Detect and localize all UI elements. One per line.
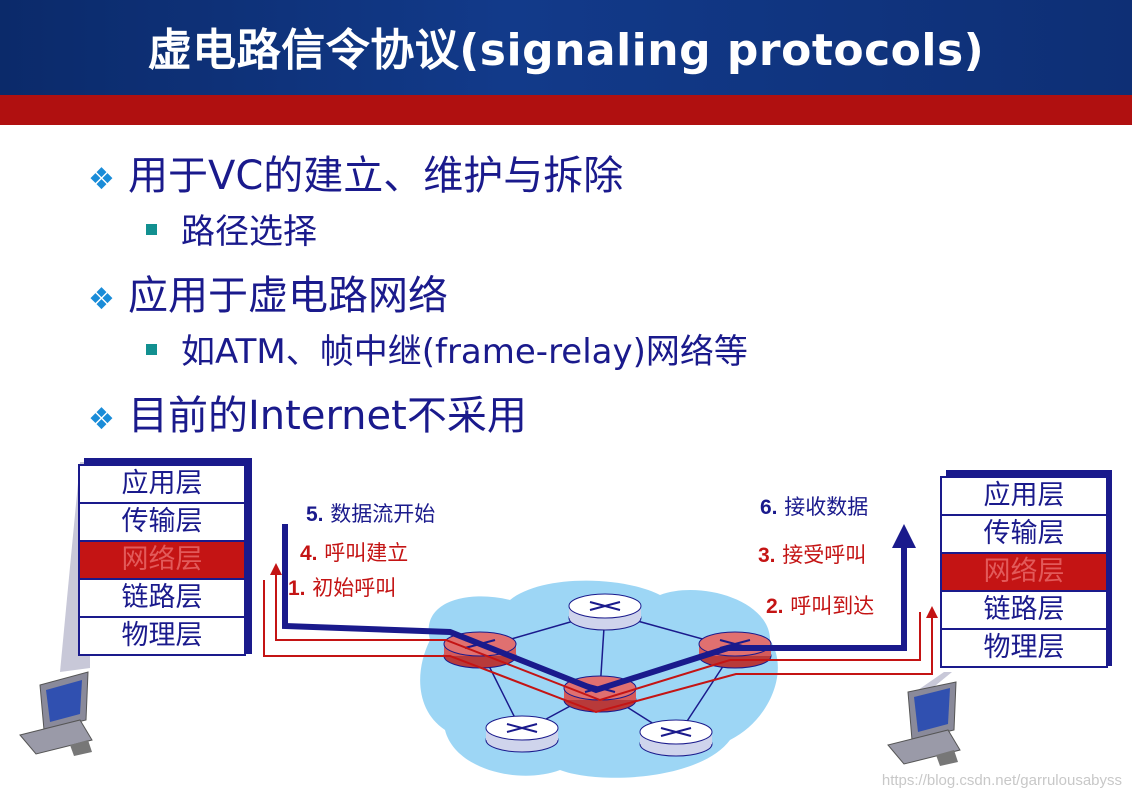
protocol-stack-right: 应用层 传输层 网络层 链路层 物理层 (940, 476, 1108, 670)
bullet-routing: 路径选择 (146, 204, 317, 253)
layer-transport: 传输层 (78, 502, 246, 542)
router-icon (639, 719, 713, 757)
arrow-up-icon (270, 563, 282, 575)
layer-link: 链路层 (78, 578, 246, 618)
slide-title: 虚电路信令协议(signaling protocols) (147, 25, 985, 76)
layer-network: 网络层 (78, 540, 246, 580)
diamond-bullet-icon: ❖ (88, 402, 115, 437)
layer-network: 网络层 (940, 552, 1108, 592)
bullet-vc-networks: ❖ 应用于虚电路网络 (88, 263, 448, 321)
router-icon (485, 715, 559, 753)
bullet-text: 用于VC的建立、维护与拆除 (128, 153, 624, 199)
layer-physical: 物理层 (940, 628, 1108, 668)
bullet-text: 如ATM、帧中继(frame-relay)网络等 (181, 332, 748, 372)
bullet-internet: ❖ 目前的Internet不采用 (88, 383, 527, 441)
square-bullet-icon (146, 344, 157, 355)
red-band (0, 95, 1132, 125)
arrow-up-icon (892, 524, 916, 548)
watermark: https://blog.csdn.net/garrulousabyss (881, 772, 1122, 789)
arrow-up-icon (926, 606, 938, 618)
bullet-text: 应用于虚电路网络 (128, 273, 448, 319)
router-icon (568, 593, 642, 631)
step-1-label: 1. 初始呼叫 (288, 576, 397, 600)
step-3-label: 3. 接受呼叫 (758, 543, 867, 567)
step-6-label: 6. 接收数据 (760, 495, 869, 519)
layer-physical: 物理层 (78, 616, 246, 656)
bullet-vc-setup: ❖ 用于VC的建立、维护与拆除 (88, 143, 623, 201)
computer-icon (887, 672, 961, 766)
step-2-label: 2. 呼叫到达 (766, 594, 875, 618)
diamond-bullet-icon: ❖ (88, 162, 115, 197)
diamond-bullet-icon: ❖ (88, 282, 115, 317)
bullet-atm: 如ATM、帧中继(frame-relay)网络等 (146, 324, 748, 373)
square-bullet-icon (146, 224, 157, 235)
step-5-label: 5. 数据流开始 (306, 502, 436, 526)
step-4-label: 4. 呼叫建立 (300, 541, 409, 565)
bullet-text: 路径选择 (181, 212, 317, 252)
layer-link: 链路层 (940, 590, 1108, 630)
data-flow-path (282, 524, 907, 694)
layer-transport: 传输层 (940, 514, 1108, 554)
signaling-path (263, 568, 933, 714)
title-bar (0, 0, 1132, 95)
layer-application: 应用层 (78, 464, 246, 504)
bullet-text: 目前的Internet不采用 (128, 393, 527, 439)
layer-application: 应用层 (940, 476, 1108, 516)
protocol-stack-left: 应用层 传输层 网络层 链路层 物理层 (78, 464, 246, 658)
